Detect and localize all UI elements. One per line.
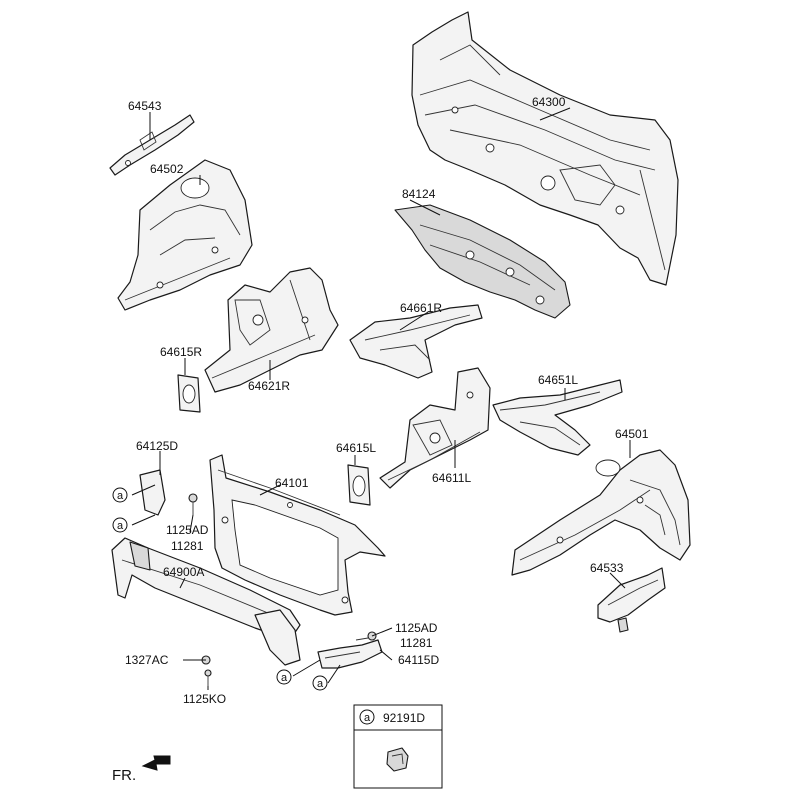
bolt-1125AD-upper bbox=[188, 493, 198, 515]
part-64101-radiator-support bbox=[209, 454, 386, 616]
clip-icon bbox=[386, 747, 409, 772]
label-64900A: 64900A bbox=[163, 565, 204, 579]
front-direction-label: FR. bbox=[112, 767, 136, 784]
label-64300: 64300 bbox=[532, 95, 566, 109]
svg-text:a: a bbox=[317, 678, 324, 690]
part-64651L-member bbox=[492, 379, 623, 456]
label-64501: 64501 bbox=[615, 427, 649, 441]
svg-text:a: a bbox=[117, 520, 124, 532]
part-64611L-side-member bbox=[379, 367, 491, 489]
label-64651L: 64651L bbox=[538, 373, 578, 387]
part-84124-insulator bbox=[394, 204, 571, 319]
label-64543: 64543 bbox=[128, 99, 162, 113]
label-64533: 64533 bbox=[590, 561, 624, 575]
svg-text:a: a bbox=[117, 490, 124, 502]
part-64543-bracket bbox=[109, 114, 195, 176]
ref-marker-3: a bbox=[276, 669, 292, 685]
bolt-1125KO bbox=[204, 669, 212, 686]
part-64115D-bracket bbox=[317, 639, 383, 669]
label-64125D: 64125D bbox=[136, 439, 178, 453]
label-11281-upper: 11281 bbox=[171, 539, 204, 553]
part-64300-dash-panel bbox=[411, 11, 679, 286]
part-64533-bracket bbox=[597, 567, 666, 633]
legend-box: a 92191D bbox=[353, 704, 443, 789]
part-64502-fender-apron bbox=[117, 159, 253, 311]
label-64502: 64502 bbox=[150, 162, 184, 176]
front-direction-arrow-icon bbox=[141, 755, 171, 771]
label-1125KO: 1125KO bbox=[183, 692, 226, 706]
ref-marker-4: a bbox=[312, 675, 328, 691]
label-84124: 84124 bbox=[402, 187, 436, 201]
label-1125AD-upper: 1125AD bbox=[166, 523, 209, 537]
ref-marker-2: a bbox=[112, 517, 128, 533]
label-11281-lower: 11281 bbox=[400, 636, 433, 650]
part-64615R-plate bbox=[177, 374, 201, 413]
label-64611L: 64611L bbox=[432, 471, 471, 485]
svg-text:a: a bbox=[281, 672, 288, 684]
part-64661R-member bbox=[349, 304, 483, 379]
part-64900A-bumper-beam bbox=[111, 469, 301, 666]
part-labels: 64543 64502 64300 84124 64661R 64615R 64… bbox=[125, 95, 649, 706]
label-64615L: 64615L bbox=[336, 441, 376, 455]
part-64615L-plate bbox=[347, 464, 371, 506]
label-64101: 64101 bbox=[275, 476, 309, 490]
label-64621R: 64621R bbox=[248, 379, 290, 393]
label-1327AC: 1327AC bbox=[125, 653, 169, 667]
ref-marker-1: a bbox=[112, 487, 128, 503]
label-1125AD-lower: 1125AD bbox=[395, 621, 438, 635]
front-direction-indicator: FR. bbox=[112, 755, 171, 784]
label-64661R: 64661R bbox=[400, 301, 442, 315]
label-64115D: 64115D bbox=[398, 653, 439, 667]
legend-marker: a bbox=[364, 712, 371, 724]
part-64621R-side-member bbox=[204, 267, 339, 393]
label-64615R: 64615R bbox=[160, 345, 202, 359]
part-64501-fender-apron bbox=[511, 449, 691, 576]
legend-part-number: 92191D bbox=[383, 711, 425, 725]
leader-lines bbox=[131, 107, 631, 690]
